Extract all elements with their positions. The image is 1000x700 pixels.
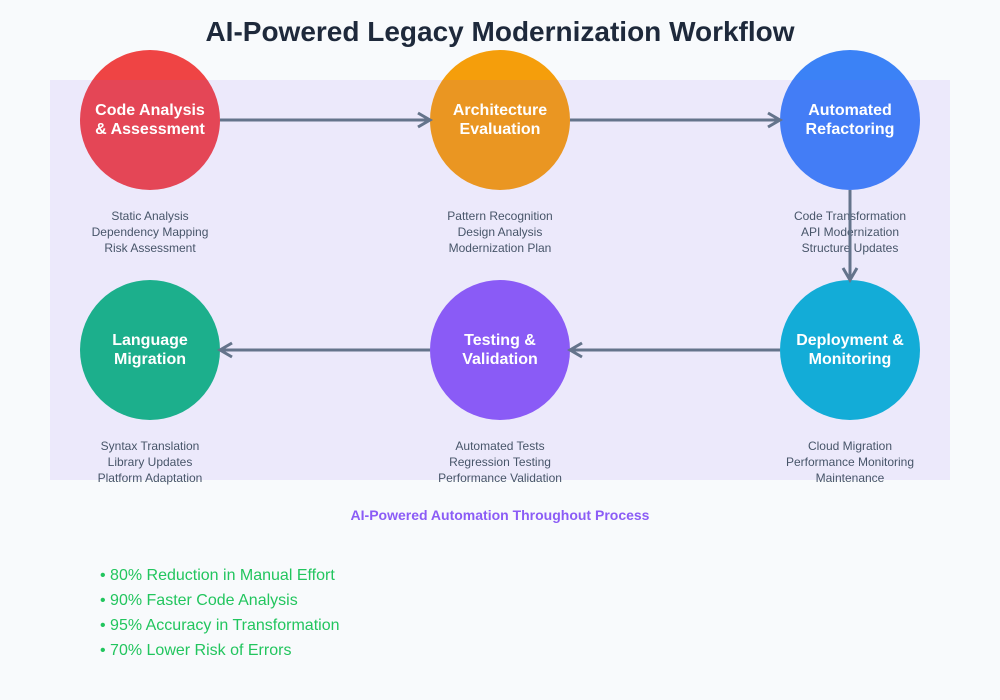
- node-detail: Platform Adaptation: [98, 471, 203, 485]
- node-detail: Dependency Mapping: [92, 225, 209, 239]
- node-refactoring: [780, 50, 920, 190]
- arrow-testing-to-language: [217, 341, 430, 359]
- node-label: & Assessment: [95, 121, 205, 138]
- node-detail: Performance Monitoring: [786, 455, 914, 469]
- node-label: Migration: [114, 351, 186, 368]
- node-testing: [430, 280, 570, 420]
- node-label: Architecture: [453, 102, 547, 119]
- automation-band: [50, 80, 950, 480]
- node-label: Code Analysis: [95, 102, 205, 119]
- node-label: Deployment &: [796, 332, 904, 349]
- node-deployment: [780, 280, 920, 420]
- node-detail: Syntax Translation: [101, 439, 200, 453]
- arrow-analysis-to-architecture: [220, 111, 433, 129]
- benefit-item: • 80% Reduction in Manual Effort: [100, 567, 335, 584]
- page-title: AI-Powered Legacy Modernization Workflow: [205, 16, 794, 47]
- node-code-analysis: [80, 50, 220, 190]
- node-label: Language: [112, 332, 188, 349]
- edges: [217, 111, 859, 359]
- benefit-item: • 70% Lower Risk of Errors: [100, 642, 291, 659]
- arrow-refactoring-to-deployment: [841, 190, 859, 283]
- node-language-migration: [80, 280, 220, 420]
- benefit-item: • 90% Faster Code Analysis: [100, 592, 298, 609]
- node-label: Refactoring: [806, 121, 895, 138]
- arrow-architecture-to-refactoring: [570, 111, 783, 129]
- node-detail: Risk Assessment: [104, 241, 196, 255]
- node-detail: Performance Validation: [438, 471, 562, 485]
- node-label: Validation: [462, 351, 538, 368]
- node-detail: Modernization Plan: [449, 241, 552, 255]
- node-architecture: [430, 50, 570, 190]
- node-detail: Pattern Recognition: [447, 209, 552, 223]
- node-detail: Cloud Migration: [808, 439, 892, 453]
- node-detail: Regression Testing: [449, 455, 551, 469]
- node-label: Testing &: [464, 332, 536, 349]
- node-detail: Static Analysis: [111, 209, 188, 223]
- benefit-item: • 95% Accuracy in Transformation: [100, 617, 339, 634]
- automation-caption: AI-Powered Automation Throughout Process: [351, 507, 650, 523]
- node-label: Automated: [808, 102, 892, 119]
- node-detail: Design Analysis: [458, 225, 543, 239]
- node-detail: Automated Tests: [455, 439, 544, 453]
- node-detail: Maintenance: [816, 471, 885, 485]
- benefits-list: • 80% Reduction in Manual Effort • 90% F…: [100, 567, 339, 659]
- node-label: Evaluation: [460, 121, 541, 138]
- node-detail: Library Updates: [108, 455, 193, 469]
- arrow-deployment-to-testing: [567, 341, 780, 359]
- node-label: Monitoring: [809, 351, 892, 368]
